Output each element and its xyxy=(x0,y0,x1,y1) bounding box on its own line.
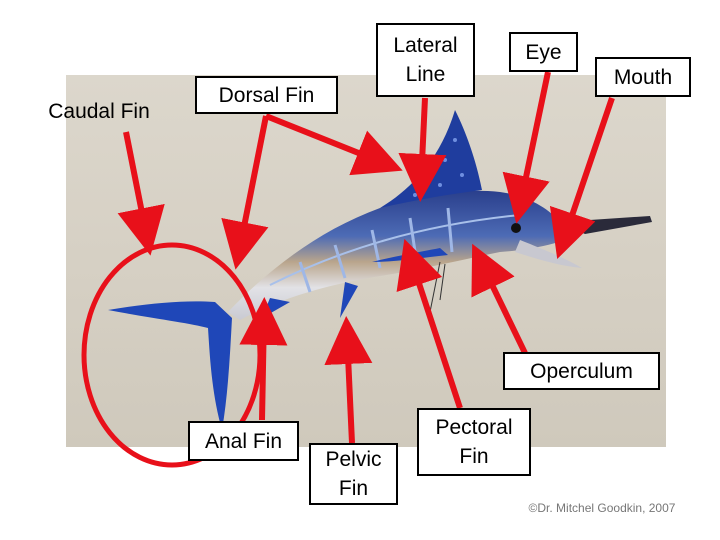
pelvic-fin-label: Pelvic Fin xyxy=(309,443,398,505)
arrow-pectoral-fin xyxy=(396,238,463,409)
dorsal-fin-shape xyxy=(380,110,482,208)
dorsal-fin-label: Dorsal Fin xyxy=(195,76,338,114)
arrow-dorsal-fin-to-dorsal xyxy=(221,115,269,270)
eye-shape xyxy=(511,223,521,233)
arrow-lateral-line xyxy=(398,97,447,202)
arrow-eye xyxy=(502,71,551,224)
anal-fin-label: Anal Fin xyxy=(188,421,299,461)
caudal-fin-label: Caudal Fin xyxy=(48,99,150,123)
caudal-fin-highlight-circle xyxy=(81,242,263,468)
pelvic-fin-shape xyxy=(340,282,358,318)
arrow-caudal-fin xyxy=(117,131,165,256)
operculum-label: Operculum xyxy=(503,352,660,390)
caudal-fin-shape xyxy=(108,301,232,430)
arrow-operculum xyxy=(471,243,528,355)
lateral-line-label: Lateral Line xyxy=(376,23,475,97)
eye-label: Eye xyxy=(509,32,578,72)
arrow-mouth xyxy=(549,97,615,260)
mouth-label: Mouth xyxy=(595,57,691,97)
pectoral-fin-label: Pectoral Fin xyxy=(417,408,531,476)
arrow-anal-fin xyxy=(239,297,288,421)
arrow-dorsal-fin-to-top xyxy=(264,113,403,176)
arrow-pelvic-fin xyxy=(324,316,373,444)
copyright-notice: ©Dr. Mitchel Goodkin, 2007 xyxy=(528,501,676,515)
